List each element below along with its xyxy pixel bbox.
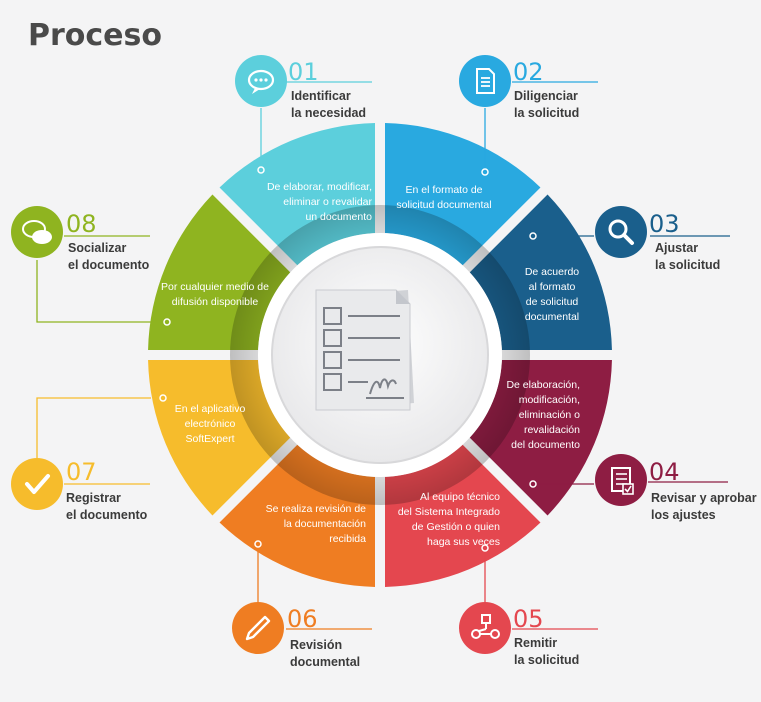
step-description-03: De acuerdo al formato de solicitud docum… <box>524 266 580 323</box>
connector-dot-02 <box>481 168 489 176</box>
checkmark-icon <box>11 458 63 510</box>
step-label-07: Registrar el documento <box>66 491 148 522</box>
step-label-04: Revisar y aprobar los ajustes <box>651 491 757 522</box>
step-description-06: Se realiza revisión de la documentación … <box>265 503 366 545</box>
step-number-01: 01 <box>288 58 319 86</box>
page-title: Proceso <box>28 18 162 53</box>
connector-dot-06 <box>254 540 262 548</box>
pencil-icon <box>232 602 284 654</box>
step-number-05: 05 <box>513 605 544 633</box>
step-label-01: Identificar la necesidad <box>291 89 367 120</box>
connector-dot-07 <box>159 394 167 402</box>
connector-dot-04 <box>529 480 537 488</box>
step-label-06: Revisión documental <box>290 638 361 669</box>
checklist-icon <box>595 454 647 506</box>
magnifier-icon <box>595 206 647 258</box>
step-description-02: En el formato de solicitud documental <box>396 184 492 211</box>
speech-bubbles-icon <box>11 206 63 258</box>
documents-illustration-icon <box>315 289 414 411</box>
step-number-04: 04 <box>649 458 680 486</box>
flowchart-icon <box>459 602 511 654</box>
step-number-02: 02 <box>513 58 544 86</box>
step-number-06: 06 <box>287 605 318 633</box>
step-description-07: En el aplicativo electrónico SoftExpert <box>174 403 246 445</box>
connector-dot-05 <box>481 544 489 552</box>
step-description-01: De elaborar, modificar, eliminar o reval… <box>266 181 372 223</box>
connector-line-08 <box>36 260 155 323</box>
connector-line-07 <box>36 397 151 458</box>
step-label-03: Ajustar la solicitud <box>655 241 721 272</box>
step-number-08: 08 <box>66 210 97 238</box>
step-description-05: Al equipo técnico del Sistema Integrado … <box>397 491 500 548</box>
step-number-03: 03 <box>649 210 680 238</box>
step-label-08: Socializar el documento <box>68 241 150 272</box>
step-description-04: De elaboración, modificación, eliminació… <box>506 379 580 451</box>
step-label-02: Diligenciar la solicitud <box>514 89 580 120</box>
step-number-07: 07 <box>66 458 97 486</box>
chat-bubble-icon <box>235 55 287 107</box>
step-description-08: Por cualquier medio de difusión disponib… <box>161 281 269 308</box>
connector-dot-01 <box>257 166 265 174</box>
document-icon <box>459 55 511 107</box>
connector-dot-08 <box>163 318 171 326</box>
connector-dot-03 <box>529 232 537 240</box>
step-label-05: Remitir la solicitud <box>514 636 580 667</box>
